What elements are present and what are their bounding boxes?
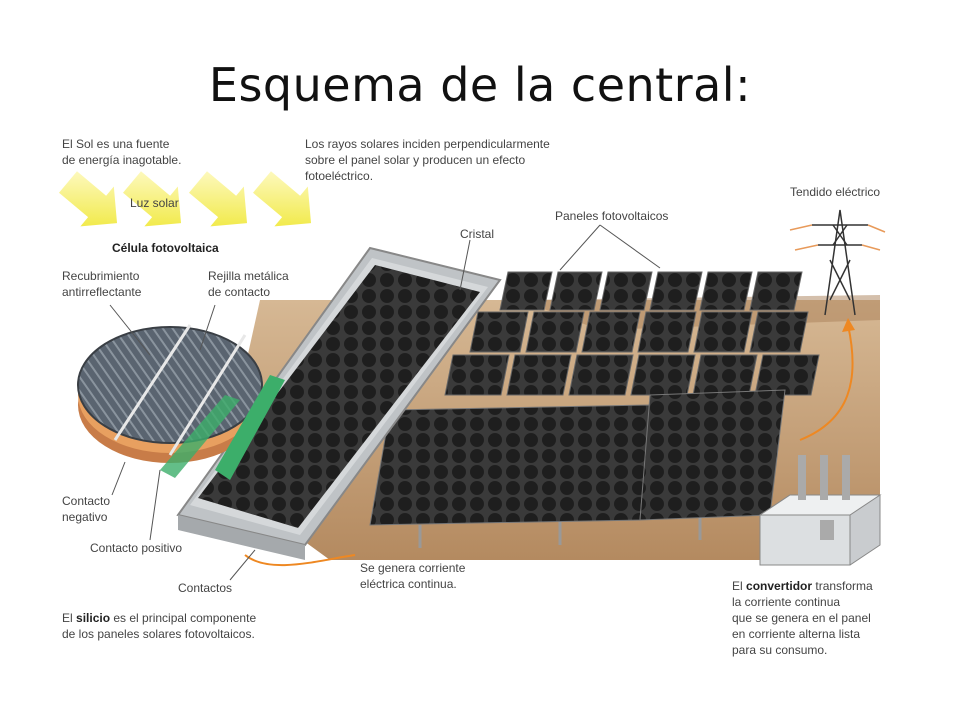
- converter-text-5: para su consumo.: [732, 643, 827, 657]
- back-panel: [630, 354, 696, 396]
- back-panel: [699, 271, 753, 311]
- back-panel: [749, 271, 803, 311]
- pos-contact-label: Contacto positivo: [90, 541, 182, 555]
- converter-text-1: El convertidor transforma: [732, 579, 873, 593]
- converter-text-3: que se genera en el panel: [732, 611, 871, 625]
- sun-text-1: El Sol es una fuente: [62, 137, 170, 151]
- converter-text-4: en corriente alterna lista: [732, 627, 860, 641]
- coating-text-2: antirreflectante: [62, 285, 142, 299]
- neg-contact-text-2: negativo: [62, 510, 108, 524]
- back-panel: [568, 354, 634, 396]
- annotations: El Sol es una fuente de energía inagotab…: [62, 137, 880, 657]
- sunlight-arrows: [59, 171, 312, 227]
- back-panel-rows: [444, 271, 820, 396]
- current-text-1: Se genera corriente: [360, 561, 466, 575]
- back-panel: [469, 311, 529, 353]
- back-panel: [692, 354, 758, 396]
- transmission-tower: [789, 209, 886, 316]
- back-panel: [444, 354, 510, 396]
- tower-label: Tendido eléctrico: [790, 185, 880, 199]
- converter-box: [758, 455, 882, 566]
- coating-text-1: Recubrimiento: [62, 269, 140, 283]
- sun-text-2: de energía inagotable.: [62, 153, 181, 167]
- back-panel: [525, 311, 585, 353]
- rays-text-2: sobre el panel solar y producen un efect…: [305, 153, 525, 167]
- back-panel: [637, 311, 697, 353]
- current-text-2: eléctrica continua.: [360, 577, 457, 591]
- back-panel: [754, 354, 820, 396]
- leader-lines: [109, 224, 661, 581]
- converter-text-2: la corriente continua: [732, 595, 840, 609]
- back-panel: [749, 311, 809, 353]
- rays-text-1: Los rayos solares inciden perpendicularm…: [305, 137, 550, 151]
- large-solar-panel: [176, 246, 502, 560]
- slide-title: Esquema de la central:: [208, 58, 752, 112]
- back-panel: [506, 354, 572, 396]
- back-panel: [693, 311, 753, 353]
- back-panel: [599, 271, 653, 311]
- contacts-label: Contactos: [178, 581, 232, 595]
- grid-text-2: de contacto: [208, 285, 270, 299]
- neg-contact-text-1: Contacto: [62, 494, 110, 508]
- solar-cell-cross-section: [77, 324, 285, 480]
- front-panel-arrays: [369, 389, 786, 548]
- rays-text-3: fotoeléctrico.: [305, 169, 373, 183]
- current-arrows: [244, 318, 855, 567]
- panels-label: Paneles fotovoltaicos: [555, 209, 668, 223]
- back-panel: [581, 311, 641, 353]
- grid-text-1: Rejilla metálica: [208, 269, 289, 283]
- glass-label: Cristal: [460, 227, 494, 241]
- silicon-text-1: El silicio es el principal componente: [62, 611, 256, 625]
- back-panel: [549, 271, 603, 311]
- back-panel: [499, 271, 553, 311]
- cell-label: Célula fotovoltaica: [112, 241, 219, 255]
- back-panel: [649, 271, 703, 311]
- silicon-text-2: de los paneles solares fotovoltaicos.: [62, 627, 255, 641]
- light-label: Luz solar: [130, 196, 179, 210]
